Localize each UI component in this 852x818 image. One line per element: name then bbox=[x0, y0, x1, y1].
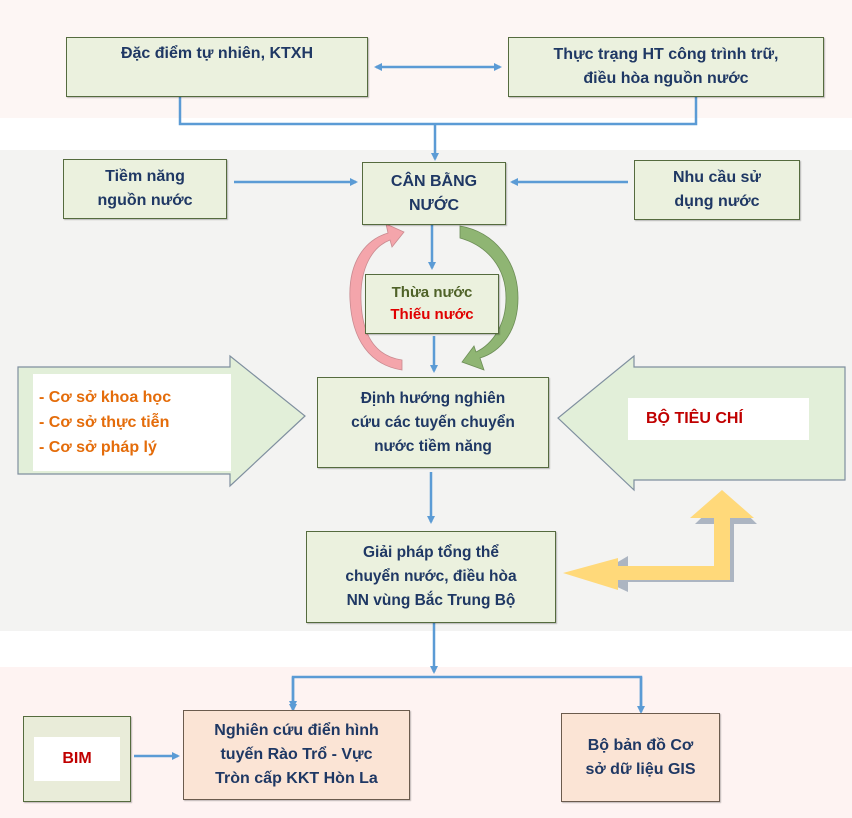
storage-status-line2: điều hòa nguồn nước bbox=[583, 70, 749, 87]
green-feedback-arrow bbox=[459, 225, 519, 371]
case-study-line3: Tròn cấp KKT Hòn La bbox=[215, 770, 378, 787]
case-study-box: Nghiên cứu điển hình tuyến Rào Trổ - Vực… bbox=[183, 710, 410, 800]
gis-line1: Bộ bản đồ Cơ bbox=[587, 736, 694, 754]
water-balance-box: CÂN BẰNG NƯỚC bbox=[362, 162, 506, 225]
water-demand-line1: Nhu cầu sử bbox=[672, 169, 762, 186]
bim-inner-box: BIM bbox=[34, 737, 120, 781]
solution-line1: Giải pháp tổng thể bbox=[362, 544, 500, 561]
bottom-split-bracket bbox=[289, 675, 643, 709]
surplus-label: Thừa nước bbox=[391, 284, 473, 301]
bases-list-box: - Cơ sở khoa học - Cơ sở thực tiễn - Cơ … bbox=[33, 374, 231, 471]
water-potential-line2: nguồn nước bbox=[97, 192, 193, 209]
top-merge-bracket bbox=[178, 97, 698, 126]
deficit-label: Thiếu nước bbox=[390, 306, 474, 323]
solution-box: Giải pháp tổng thể chuyển nước, điều hòa… bbox=[306, 531, 556, 623]
water-potential-box: Tiềm năng nguồn nước bbox=[63, 159, 227, 219]
orientation-box: Định hướng nghiên cứu các tuyến chuyển n… bbox=[317, 377, 549, 468]
storage-status-line1: Thực trạng HT công trình trữ, bbox=[553, 46, 779, 63]
criteria-box: BỘ TIÊU CHÍ bbox=[628, 398, 809, 440]
case-study-line1: Nghiên cứu điển hình bbox=[214, 722, 379, 739]
gis-line2: sở dữ liệu GIS bbox=[585, 760, 696, 778]
basis-scientific: - Cơ sở khoa học bbox=[39, 389, 172, 406]
basis-practical: - Cơ sở thực tiễn bbox=[39, 414, 170, 431]
water-balance-line2: NƯỚC bbox=[408, 196, 460, 214]
basis-legal: - Cơ sở pháp lý bbox=[39, 439, 157, 456]
water-demand-box: Nhu cầu sử dụng nước bbox=[634, 160, 800, 220]
orientation-line2: cứu các tuyến chuyển bbox=[351, 413, 515, 431]
water-potential-line1: Tiềm năng bbox=[105, 168, 185, 185]
bim-label: BIM bbox=[62, 750, 92, 767]
gis-database-box: Bộ bản đồ Cơ sở dữ liệu GIS bbox=[561, 713, 720, 802]
solution-line2: chuyển nước, điều hòa bbox=[345, 568, 517, 585]
orientation-line1: Định hướng nghiên bbox=[360, 389, 506, 407]
storage-status-box: Thực trạng HT công trình trữ, điều hòa n… bbox=[508, 37, 824, 97]
orientation-line3: nước tiềm năng bbox=[374, 437, 492, 455]
case-study-line2: tuyến Rào Trổ - Vực bbox=[220, 746, 373, 763]
water-status-box: Thừa nước Thiếu nước bbox=[365, 274, 499, 334]
natural-features-label: Đặc điểm tự nhiên, KTXH bbox=[120, 45, 314, 62]
criteria-label: BỘ TIÊU CHÍ bbox=[646, 410, 743, 427]
yellow-elbow-arrow bbox=[563, 490, 754, 590]
water-balance-line1: CÂN BẰNG bbox=[390, 172, 478, 190]
natural-features-box: Đặc điểm tự nhiên, KTXH bbox=[66, 37, 368, 97]
solution-line3: NN vùng Bắc Trung Bộ bbox=[346, 592, 516, 609]
water-demand-line2: dụng nước bbox=[674, 193, 760, 210]
bim-outer-box: BIM bbox=[23, 716, 131, 802]
